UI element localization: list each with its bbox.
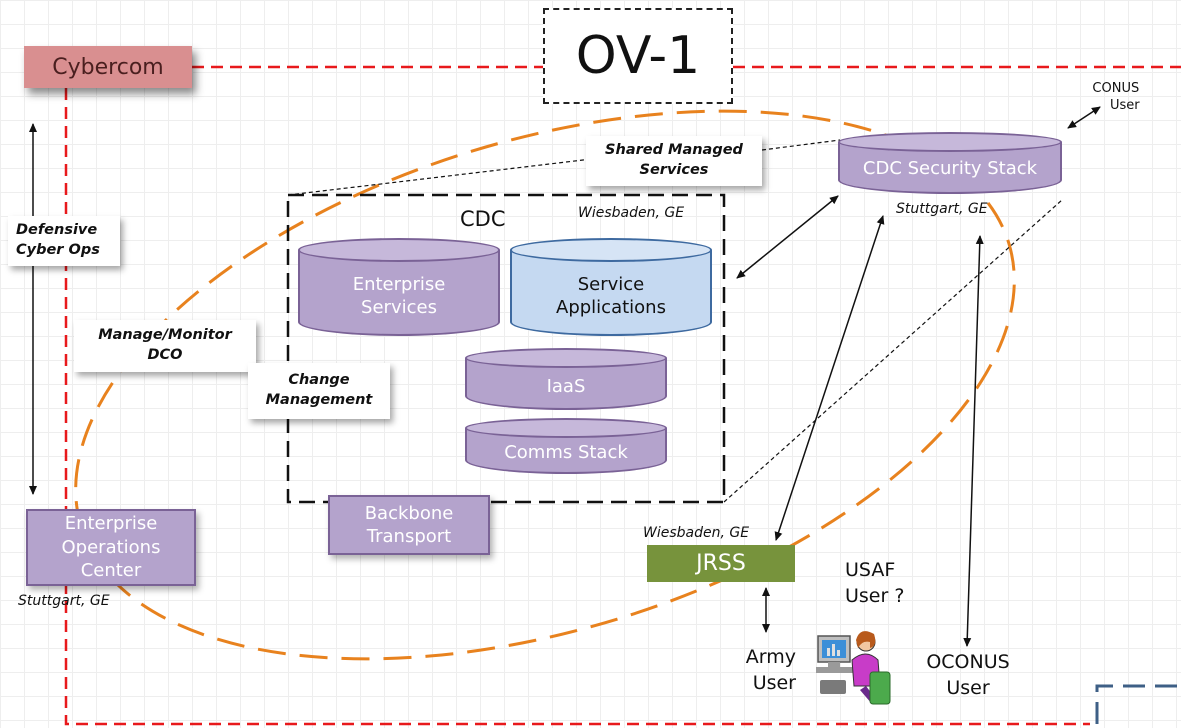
callout-line: Defensive (16, 222, 98, 239)
conus-line: User (1110, 97, 1140, 113)
oconus-line: User (946, 676, 990, 699)
service-applications-cylinder: Service Applications (510, 238, 712, 336)
callout-line: Change (288, 372, 350, 389)
callout-defensive-cyber-ops: Defensive Cyber Ops (8, 216, 120, 266)
callout-line: DCO (147, 347, 183, 363)
callout-change-management: Change Management (248, 363, 390, 419)
cylinder-label-line: Services (361, 297, 437, 318)
security-stack-location: Stuttgart, GE (896, 201, 988, 217)
comms-stack-cylinder: Comms Stack (465, 418, 667, 474)
oconus-user-label: OCONUS User (918, 650, 1018, 701)
comms-stack-label: Comms Stack (504, 442, 628, 464)
shared-services-dotted-line (287, 139, 841, 196)
security-stack-label: CDC Security Stack (862, 158, 1038, 180)
iaas-label: IaaS (546, 376, 586, 398)
jrss-box: JRSS (647, 545, 795, 582)
cdc-stack-arrow (736, 195, 839, 279)
cdc-location: Wiesbaden, GE (578, 205, 685, 221)
callout-line: Services (639, 162, 709, 178)
army-line: Army (745, 646, 796, 668)
eoc-label-line: Enterprise (64, 513, 158, 535)
iaas-cylinder: IaaS (465, 348, 667, 410)
oconus-stack-arrow (963, 235, 984, 647)
jrss-stack-arrow (774, 215, 885, 541)
cdc-boundary (286, 193, 726, 504)
cylinder-label-line: Enterprise (352, 273, 446, 295)
cylinder-label-line: Applications (556, 297, 666, 318)
cdc-label: CDC (460, 207, 506, 231)
enterprise-services-cylinder: Enterprise Services (298, 238, 500, 336)
corner-bracket (1095, 684, 1181, 724)
army-line: User (752, 671, 796, 694)
eoc-location: Stuttgart, GE (18, 593, 110, 609)
cylinder-label-line: Service (577, 273, 645, 295)
army-user-label: Army User (736, 645, 796, 696)
usaf-line: User ? (845, 584, 905, 607)
enterprise-operations-center-box: Enterprise Operations Center (26, 509, 196, 586)
cybercom-boundary-left (64, 88, 1090, 726)
conus-arrow (1067, 106, 1101, 129)
backbone-label-line: Transport (366, 526, 452, 547)
callout-manage-monitor-dco: Manage/Monitor DCO (74, 320, 256, 372)
cdc-security-stack-cylinder: CDC Security Stack (838, 132, 1062, 194)
callout-shared-managed-services: Shared Managed Services (586, 136, 762, 186)
diagram-title: OV-1 (543, 8, 733, 104)
callout-line: Management (265, 392, 373, 408)
jrss-label: JRSS (696, 551, 746, 576)
callout-line: Cyber Ops (16, 242, 100, 258)
backbone-transport-box: Backbone Transport (328, 495, 490, 555)
title-text: OV-1 (575, 26, 701, 86)
cybercom-box: Cybercom (24, 46, 192, 88)
usaf-line: USAF (845, 559, 896, 581)
callout-line: Manage/Monitor (98, 327, 232, 344)
conus-user-label: CONUS User (1092, 81, 1140, 115)
eoc-label-line: Operations (61, 536, 161, 558)
eoc-label-line: Center (80, 560, 142, 582)
conus-line: CONUS (1092, 81, 1140, 96)
oconus-line: OCONUS (926, 651, 1010, 673)
computer-user-icon (816, 631, 891, 705)
jrss-location: Wiesbaden, GE (643, 525, 750, 541)
cybercom-label: Cybercom (52, 54, 164, 80)
callout-line: Shared Managed (605, 142, 743, 159)
backbone-label-line: Backbone (364, 502, 454, 524)
usaf-user-label: USAF User ? (845, 558, 904, 609)
cdc-to-stack-dotted-line (723, 199, 1063, 503)
